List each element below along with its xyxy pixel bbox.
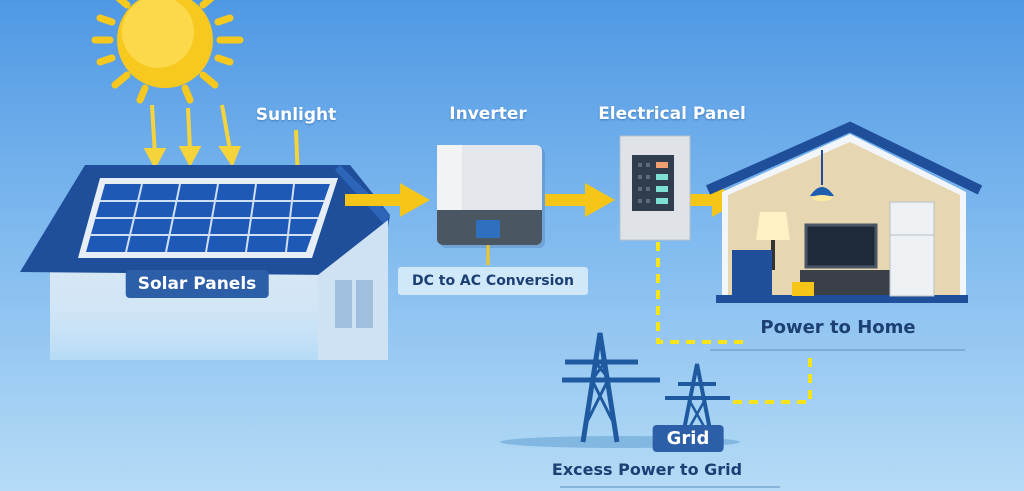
inverter-label: Inverter [449,104,527,124]
conversion-label: DC to AC Conversion [397,267,589,295]
electrical-panel-icon [619,135,691,241]
electrical-panel-label: Electrical Panel [598,104,746,124]
solar-panel [78,178,338,258]
inverter-icon [437,145,545,265]
power-to-home-label: Power to Home [760,317,916,338]
sun-icon [91,0,244,104]
grid-label: Grid [652,425,724,452]
transmission-tower-small-icon [665,363,730,441]
excess-power-label: Excess Power to Grid [551,460,743,479]
solar-panels-label: Solar Panels [125,270,269,298]
sunlight-label: Sunlight [255,105,337,125]
grid-connection-lines [656,242,812,404]
home-icon [705,121,983,303]
